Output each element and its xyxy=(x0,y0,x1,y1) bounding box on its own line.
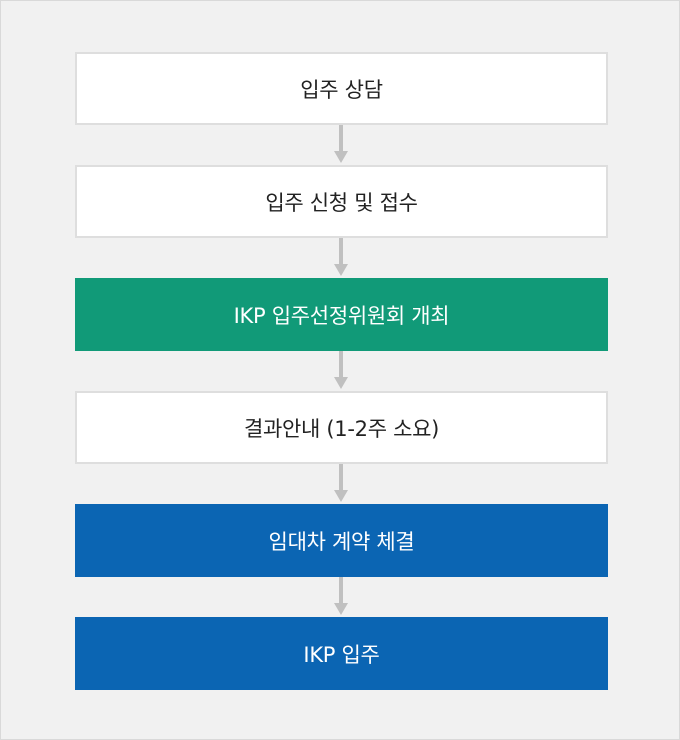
step-label: 결과안내 (1-2주 소요) xyxy=(243,416,440,441)
step-result-notice: 결과안내 (1-2주 소요) xyxy=(75,391,608,464)
step-label: IKP 입주 xyxy=(303,642,380,667)
arrow-down-icon xyxy=(334,238,348,278)
step-label: 임대차 계약 체결 xyxy=(268,529,415,554)
arrow-down-icon xyxy=(334,125,348,165)
step-application: 입주 신청 및 접수 xyxy=(75,165,608,238)
step-move-in: IKP 입주 xyxy=(75,617,608,690)
step-label: IKP 입주선정위원회 개최 xyxy=(233,303,450,328)
arrow-down-icon xyxy=(334,464,348,504)
step-label: 입주 상담 xyxy=(300,77,383,102)
arrow-down-icon xyxy=(334,351,348,391)
step-consultation: 입주 상담 xyxy=(75,52,608,125)
step-label: 입주 신청 및 접수 xyxy=(265,190,418,215)
step-lease-contract: 임대차 계약 체결 xyxy=(75,504,608,577)
step-committee: IKP 입주선정위원회 개최 xyxy=(75,278,608,351)
arrow-down-icon xyxy=(334,577,348,617)
